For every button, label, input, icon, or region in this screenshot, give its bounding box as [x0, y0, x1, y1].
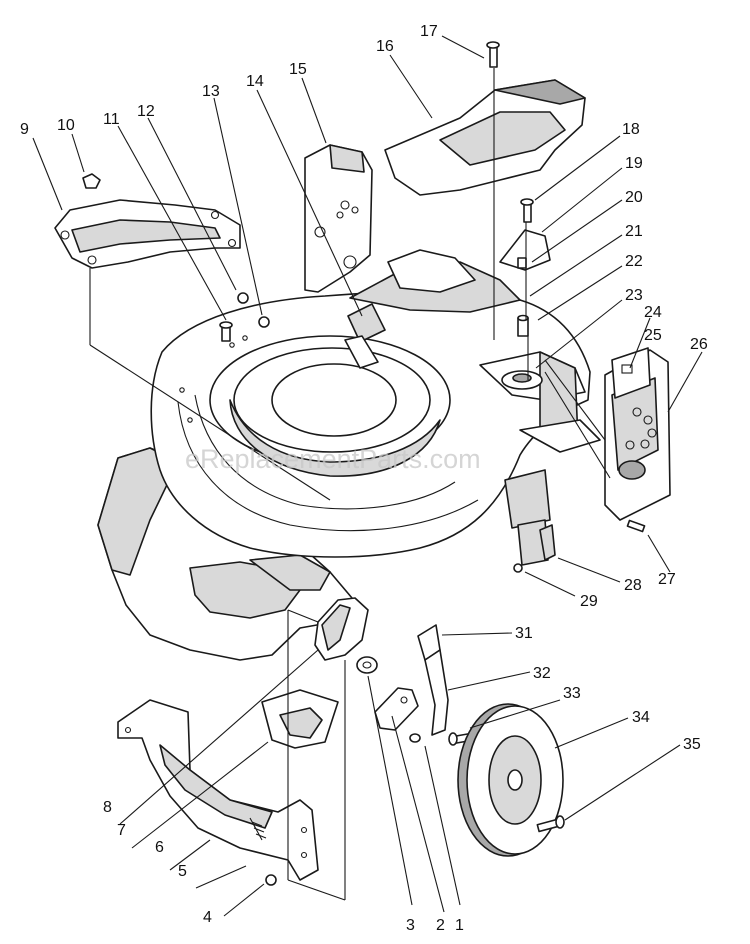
part-28-bracket — [539, 524, 556, 561]
part-27-screw — [626, 519, 646, 533]
part-15-bracket — [304, 144, 373, 293]
part-18-bolt — [520, 198, 534, 223]
part-8-adjuster — [314, 597, 369, 661]
callout-31: 31 — [515, 625, 533, 642]
callout-17: 17 — [420, 23, 438, 40]
callout-3: 3 — [406, 917, 415, 934]
part-3-washer — [356, 656, 378, 674]
callout-20: 20 — [625, 189, 643, 206]
assembly-lines — [89, 68, 611, 901]
callout-1: 1 — [455, 917, 464, 934]
callout-2: 2 — [436, 917, 445, 934]
part-13-nut — [258, 316, 270, 328]
callout-21: 21 — [625, 223, 643, 240]
callout-6: 6 — [155, 839, 164, 856]
callout-22: 22 — [625, 253, 643, 270]
callout-25: 25 — [644, 327, 662, 344]
callout-35: 35 — [683, 736, 701, 753]
part-2-plate — [374, 687, 419, 731]
part-11-bolt — [219, 321, 233, 342]
height-adjust-bracket-area — [479, 351, 601, 566]
callout-12: 12 — [137, 103, 155, 120]
part-6-discharge-door — [117, 699, 319, 881]
callout-15: 15 — [289, 61, 307, 78]
callout-28: 28 — [624, 577, 642, 594]
callout-19: 19 — [625, 155, 643, 172]
callout-32: 32 — [533, 665, 551, 682]
callout-4: 4 — [203, 909, 212, 926]
part-12-washer — [237, 292, 249, 304]
callout-18: 18 — [622, 121, 640, 138]
callout-numbers: 9 10 11 12 13 14 15 16 17 18 19 20 21 22… — [20, 23, 708, 934]
callout-8: 8 — [103, 799, 112, 816]
part-4-nut — [265, 874, 277, 886]
callout-16: 16 — [376, 38, 394, 55]
callout-24: 24 — [644, 304, 662, 321]
callout-leaders — [32, 35, 703, 917]
callout-14: 14 — [246, 73, 264, 90]
callout-27: 27 — [658, 571, 676, 588]
callout-7: 7 — [117, 822, 126, 839]
part-16-rear-cover — [384, 79, 586, 196]
part-21-spacer — [517, 257, 527, 269]
part-35-bolt — [536, 815, 565, 833]
part-5-spring — [249, 817, 267, 841]
callout-13: 13 — [202, 83, 220, 100]
part-1-washer — [409, 733, 421, 743]
part-34-wheel — [457, 703, 564, 857]
part-14-baffle — [344, 303, 386, 369]
callout-26: 26 — [690, 336, 708, 353]
callout-5: 5 — [178, 863, 187, 880]
callout-33: 33 — [563, 685, 581, 702]
callout-34: 34 — [632, 709, 650, 726]
part-7-grommet — [261, 689, 339, 749]
callout-29: 29 — [580, 593, 598, 610]
mower-deck — [97, 249, 591, 661]
part-9-bracket — [54, 199, 241, 269]
callout-23: 23 — [625, 287, 643, 304]
part-32-arm — [424, 649, 449, 736]
part-17-bolt — [486, 41, 500, 68]
callout-11: 11 — [103, 111, 120, 128]
callout-10: 10 — [57, 117, 75, 134]
callout-9: 9 — [20, 121, 29, 138]
watermark-text: eReplacementParts.com — [185, 444, 481, 474]
part-29-nut — [513, 563, 523, 573]
part-10-nut — [82, 173, 101, 189]
